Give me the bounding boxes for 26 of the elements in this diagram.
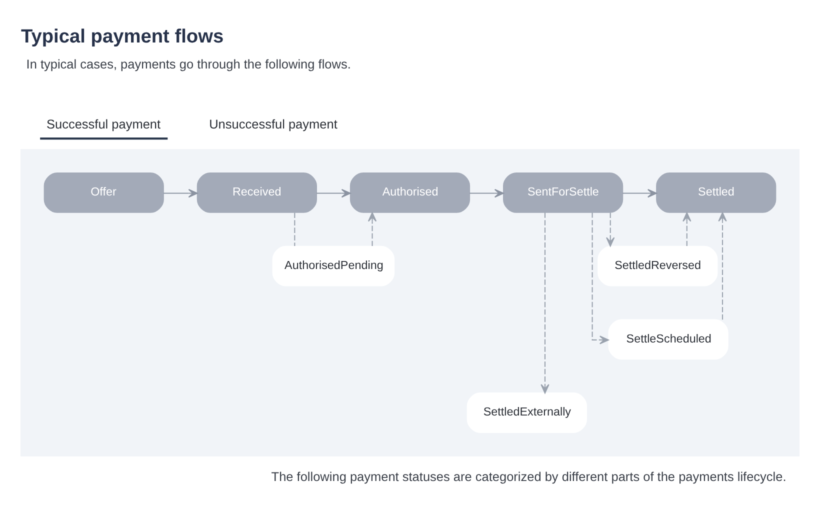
node-box: Offer <box>44 172 164 212</box>
diagram-title: Typical payment flows <box>20 26 224 48</box>
node-box: AuthorisedPending <box>272 245 395 286</box>
arrow <box>368 212 377 246</box>
node-box: SettledExternally <box>466 392 587 432</box>
label: The following payment statuses are categorized by different parts of the payments lifecycle. <box>271 468 786 484</box>
arrow <box>592 212 609 344</box>
node-box: SettleScheduled <box>608 318 728 360</box>
label: In typical cases, payments go through the following flows. <box>26 56 351 71</box>
node-box: Settled <box>656 172 776 212</box>
arrow <box>540 212 550 394</box>
connector <box>294 212 296 246</box>
cluster <box>20 148 800 456</box>
arrow <box>164 188 198 198</box>
arrow <box>682 212 692 246</box>
node-box: Received <box>196 172 317 212</box>
node-box: Authorised <box>350 172 470 212</box>
arrow <box>622 188 657 198</box>
arrow <box>718 212 727 320</box>
label: Unsuccessful payment <box>209 116 338 132</box>
label: Successful payment <box>46 116 161 132</box>
arrow <box>316 188 351 198</box>
arrow <box>470 188 504 198</box>
arrow <box>606 212 615 246</box>
node-box: SentForSettle <box>503 172 624 212</box>
node-box: SettledReversed <box>598 245 718 286</box>
